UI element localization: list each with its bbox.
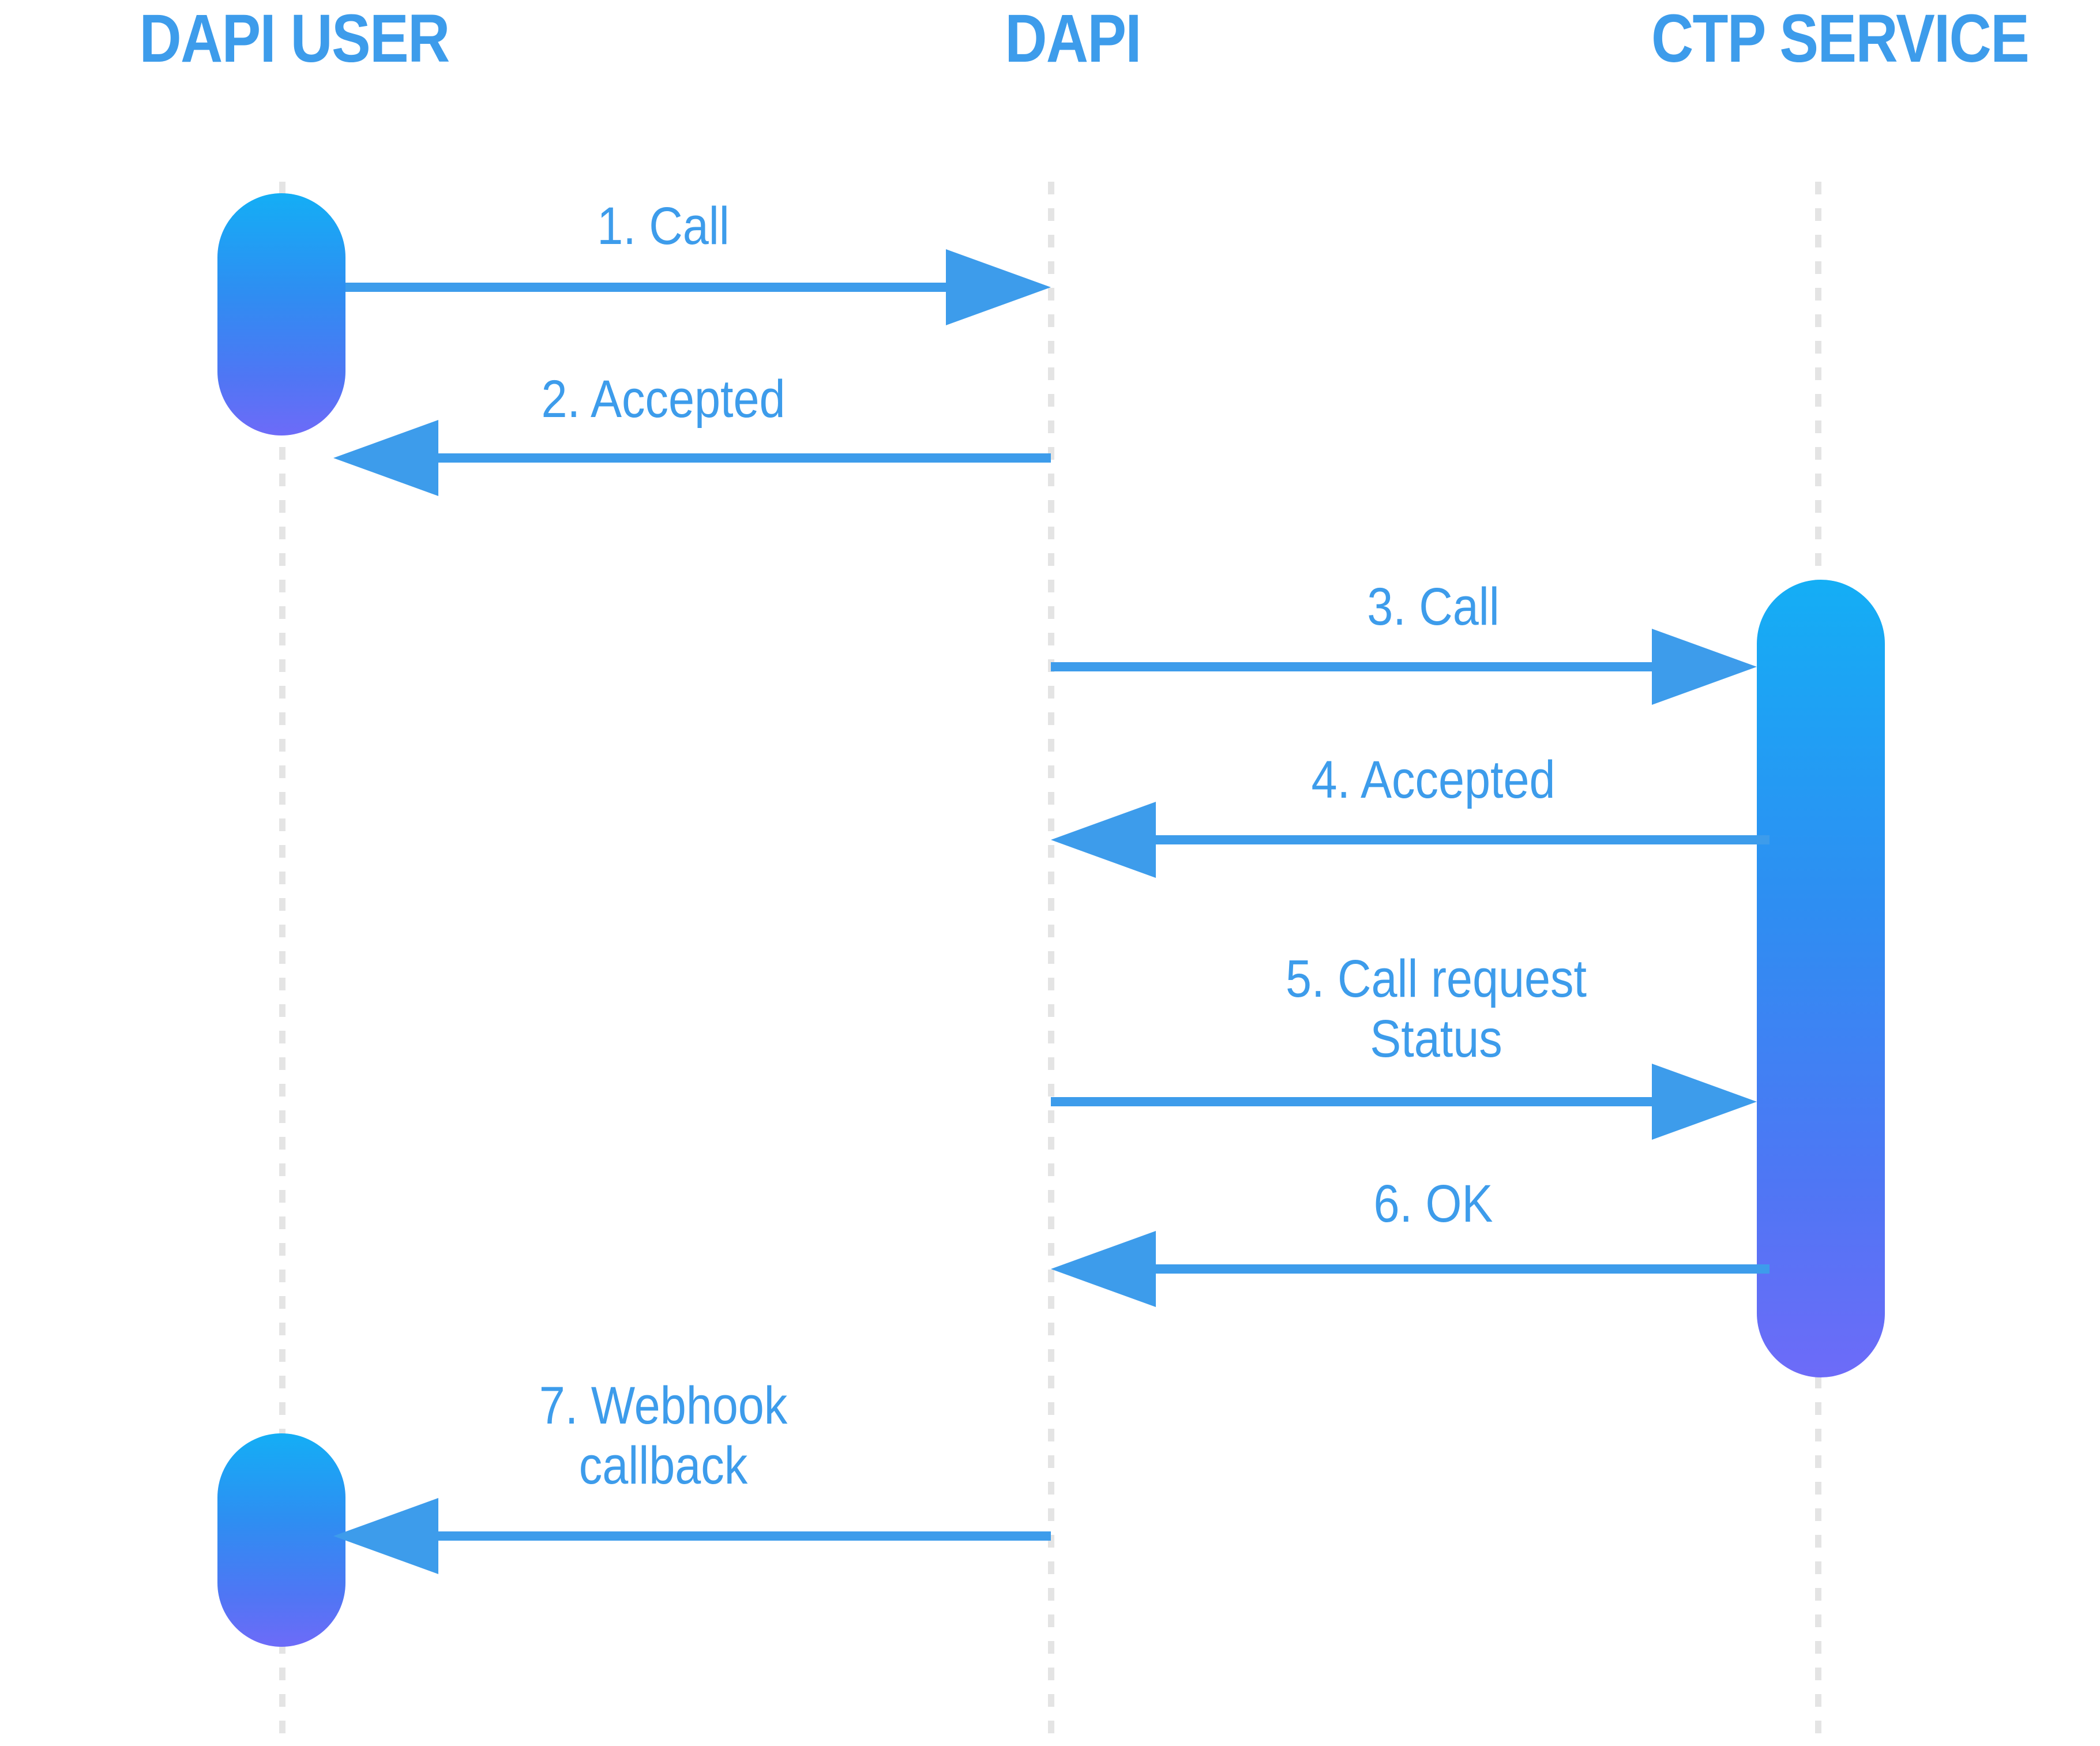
activation-bar-ctp-service — [1757, 580, 1885, 1377]
arrow-head-right-icon-3 — [1652, 629, 1757, 705]
message-line-3 — [1051, 662, 1652, 671]
message-line-6 — [1156, 1264, 1770, 1274]
message-label-2: 2. Accepted — [541, 370, 786, 429]
lifeline-dapi-user — [279, 182, 285, 1746]
message-label-6: 6. OK — [1373, 1174, 1493, 1233]
message-label-3: 3. Call — [1367, 577, 1500, 636]
message-label-1: 1. Call — [597, 197, 730, 256]
arrow-head-right-icon-5 — [1652, 1064, 1757, 1140]
message-line-7 — [438, 1531, 1051, 1541]
message-label-5: 5. Call request Status — [1285, 949, 1587, 1068]
arrow-head-left-icon-6 — [1051, 1231, 1156, 1307]
lifeline-dapi — [1048, 182, 1054, 1746]
message-line-4 — [1156, 835, 1770, 844]
activation-bar-dapi-user-top — [217, 193, 345, 435]
participant-title-dapi: DAPI — [1005, 1, 1141, 77]
participant-title-dapi-user: DAPI USER — [139, 1, 450, 77]
participant-title-ctp-service: CTP SERVICE — [1651, 1, 2030, 77]
message-line-2 — [438, 453, 1051, 463]
message-label-7: 7. Webhook callback — [539, 1376, 788, 1495]
arrow-head-right-icon-1 — [946, 249, 1051, 325]
message-line-5 — [1051, 1097, 1652, 1106]
activation-bar-dapi-user-bottom — [217, 1433, 345, 1647]
message-label-4: 4. Accepted — [1311, 750, 1556, 809]
arrow-head-left-icon-7 — [333, 1498, 438, 1574]
message-line-1 — [345, 283, 951, 292]
arrow-head-left-icon-4 — [1051, 802, 1156, 878]
arrow-head-left-icon-2 — [333, 420, 438, 496]
